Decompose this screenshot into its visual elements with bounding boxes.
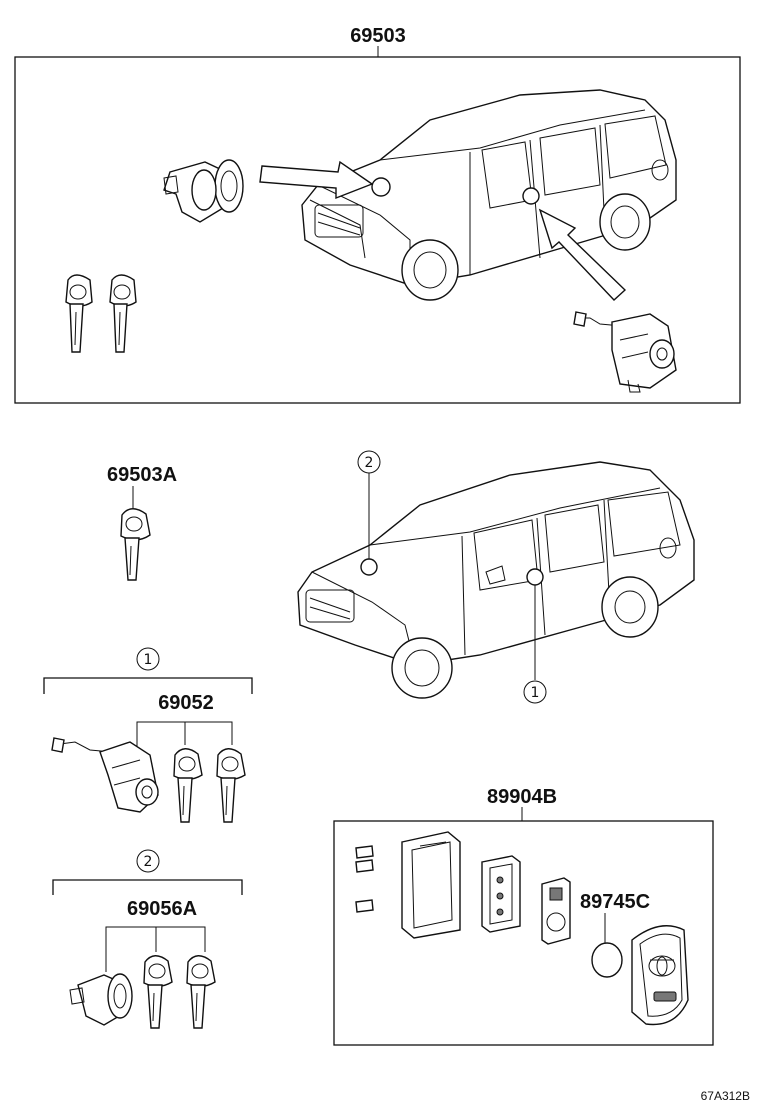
vehicle-illustration-top: [301, 89, 677, 301]
smart-key-fob: [631, 925, 689, 1026]
part-number-89745C[interactable]: 89745C: [580, 891, 650, 913]
callout-circle-1-group: [136, 647, 160, 671]
reference-code: 67A312B: [701, 1089, 750, 1103]
key-pair-group2: [143, 955, 216, 1029]
callout-2-vehicle: 2: [365, 455, 374, 471]
callout-1-group: 1: [144, 652, 153, 668]
group-box-89904B: [333, 820, 714, 1046]
part-number-69503A[interactable]: 69503A: [107, 464, 177, 486]
key-pair-group1: [173, 748, 246, 823]
door-cylinder-group1: [51, 737, 159, 813]
callout-1-vehicle: 1: [531, 685, 540, 701]
part-number-69503[interactable]: 69503: [350, 25, 406, 47]
part-number-69052[interactable]: 69052: [158, 692, 214, 714]
door-lock-cylinder: [573, 311, 677, 393]
key-inner-cover: [541, 877, 571, 945]
hood-cylinder-group2: [69, 973, 133, 1026]
small-pads: [355, 845, 374, 913]
key-pair-top: [65, 274, 137, 353]
arrow-to-hood: [259, 160, 374, 200]
arrow-to-door: [538, 208, 627, 301]
group-box-69503: [14, 56, 741, 404]
key-circuit-board: [481, 855, 521, 933]
key-single: [120, 508, 151, 581]
callout-circle-2-vehicle: [357, 450, 381, 474]
key-case-shell: [401, 831, 461, 939]
callout-2-group: 2: [144, 854, 153, 870]
part-number-89904B[interactable]: 89904B: [487, 786, 557, 808]
part-number-69056A[interactable]: 69056A: [127, 898, 197, 920]
callout-circle-2-group: [136, 849, 160, 873]
vehicle-illustration-middle: [297, 461, 695, 699]
coin-battery: [591, 942, 623, 978]
callout-circle-1-vehicle: [523, 680, 547, 704]
ignition-cylinder: [163, 159, 244, 223]
